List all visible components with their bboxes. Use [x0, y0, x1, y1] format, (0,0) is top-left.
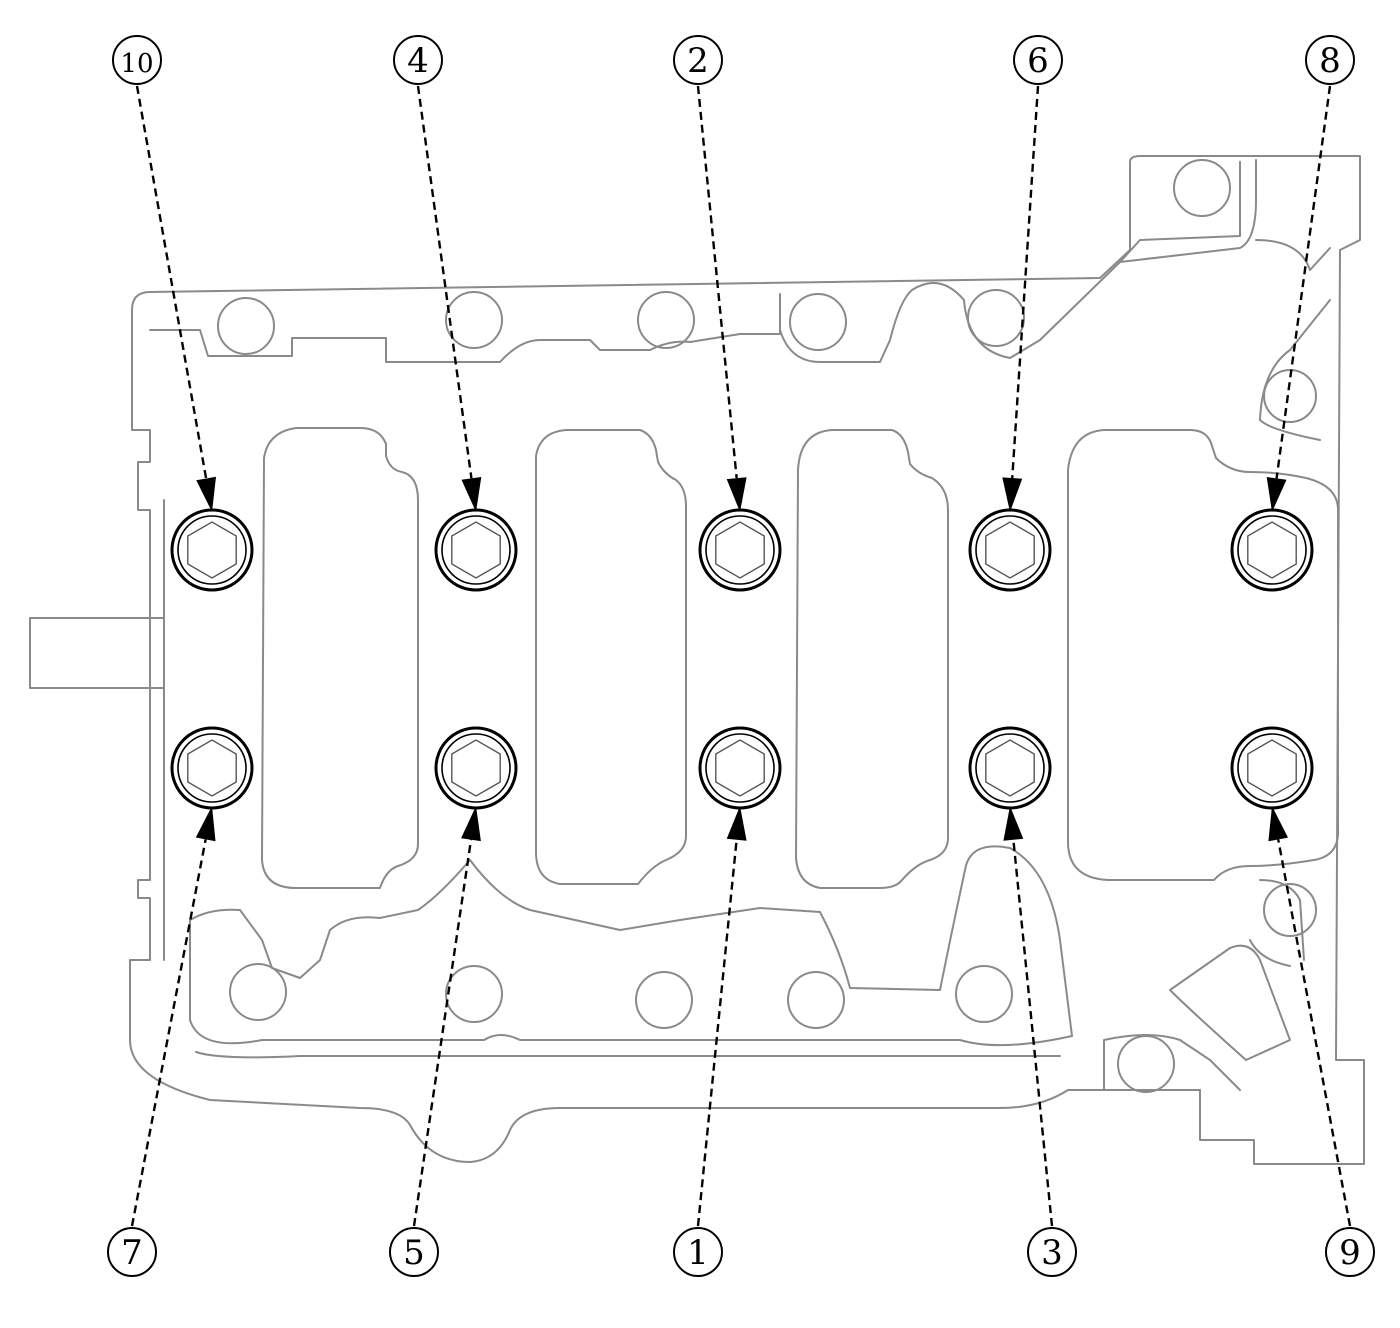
- arrowhead-icon: [195, 806, 216, 842]
- bolt-3: [968, 726, 1052, 810]
- bolt-head: [705, 733, 775, 803]
- callout-number: 10: [120, 49, 153, 79]
- hex-socket-icon: [187, 521, 237, 579]
- leader-line: [696, 85, 738, 479]
- callout-3: 3: [1027, 1227, 1077, 1277]
- callout-number: 8: [1319, 41, 1341, 81]
- leader-line: [1012, 839, 1054, 1227]
- callout-number: 6: [1027, 41, 1049, 81]
- arrowhead-icon: [461, 477, 482, 512]
- callout-number: 5: [403, 1233, 425, 1273]
- bolt-head: [1237, 515, 1307, 585]
- arrowhead-icon: [726, 806, 747, 841]
- leader-line: [416, 85, 473, 479]
- bolt-head: [705, 515, 775, 585]
- bolt-head: [975, 733, 1045, 803]
- bolt-4: [434, 508, 518, 592]
- callout-5: 5: [389, 1227, 439, 1277]
- hex-socket-icon: [1247, 521, 1297, 579]
- callout-9: 9: [1325, 1227, 1375, 1277]
- hex-socket-icon: [715, 521, 765, 579]
- hex-socket-icon: [715, 739, 765, 797]
- callout-circle: [1325, 1227, 1375, 1277]
- leader-4: [416, 85, 482, 512]
- leader-5: [412, 806, 481, 1227]
- arrowhead-icon: [1003, 806, 1024, 841]
- callout-10: 10: [112, 35, 162, 85]
- bolt-1: [698, 726, 782, 810]
- bolt-head: [177, 515, 247, 585]
- hex-socket-icon: [187, 739, 237, 797]
- callout-circle: [673, 1227, 723, 1277]
- leader-3: [1003, 806, 1054, 1227]
- callout-number: 4: [407, 41, 429, 81]
- callout-6: 6: [1013, 35, 1063, 85]
- bolt-10: [170, 508, 254, 592]
- bolt-6: [968, 508, 1052, 592]
- arrowhead-icon: [1268, 806, 1288, 842]
- leader-line: [1277, 839, 1352, 1227]
- hex-socket-icon: [451, 739, 501, 797]
- leader-9: [1268, 806, 1352, 1227]
- leader-line: [696, 839, 738, 1227]
- bolt-head: [441, 733, 511, 803]
- hex-socket-icon: [451, 521, 501, 579]
- bolts-layer: [170, 508, 1314, 810]
- callout-4: 4: [393, 35, 443, 85]
- bolt-5: [434, 726, 518, 810]
- bolt-head: [975, 515, 1045, 585]
- callout-circle: [107, 1227, 157, 1277]
- bolt-8: [1230, 508, 1314, 592]
- callout-circle: [112, 35, 162, 85]
- leader-6: [1002, 85, 1040, 512]
- leader-line: [412, 839, 473, 1227]
- callout-number: 2: [687, 41, 709, 81]
- callout-number: 3: [1041, 1233, 1063, 1273]
- arrowhead-icon: [196, 476, 216, 512]
- leader-line: [135, 85, 208, 479]
- hex-socket-icon: [1247, 739, 1297, 797]
- leaders-layer: [130, 85, 1352, 1227]
- leader-7: [130, 806, 216, 1227]
- callout-number: 7: [121, 1233, 143, 1273]
- arrowhead-icon: [1266, 477, 1287, 512]
- leader-line: [1011, 85, 1040, 479]
- leader-line: [1275, 85, 1332, 479]
- bolt-7: [170, 726, 254, 810]
- callout-circle: [393, 35, 443, 85]
- arrowhead-icon: [726, 477, 747, 512]
- bolt-head: [441, 515, 511, 585]
- callout-circle: [1013, 35, 1063, 85]
- callout-circle: [389, 1227, 439, 1277]
- hex-socket-icon: [985, 739, 1035, 797]
- callout-number: 9: [1339, 1233, 1361, 1273]
- callout-8: 8: [1305, 35, 1355, 85]
- callout-circle: [1027, 1227, 1077, 1277]
- engine-block-outline: [29, 155, 1365, 1165]
- leader-1: [696, 806, 747, 1227]
- leader-10: [135, 85, 216, 512]
- bolt-2: [698, 508, 782, 592]
- bolt-9: [1230, 726, 1314, 810]
- callout-number: 1: [687, 1233, 709, 1273]
- leader-line: [130, 839, 207, 1227]
- hex-socket-icon: [985, 521, 1035, 579]
- callout-circle: [673, 35, 723, 85]
- leader-8: [1266, 85, 1332, 512]
- callout-2: 2: [673, 35, 723, 85]
- callouts-layer: 10 4 2 6 8 7 5 1 3 9: [107, 35, 1375, 1277]
- leader-2: [696, 85, 747, 512]
- callout-1: 1: [673, 1227, 723, 1277]
- callout-7: 7: [107, 1227, 157, 1277]
- arrowhead-icon: [1002, 477, 1023, 512]
- callout-circle: [1305, 35, 1355, 85]
- arrowhead-icon: [461, 806, 481, 842]
- bolt-head: [1237, 733, 1307, 803]
- bolt-head: [177, 733, 247, 803]
